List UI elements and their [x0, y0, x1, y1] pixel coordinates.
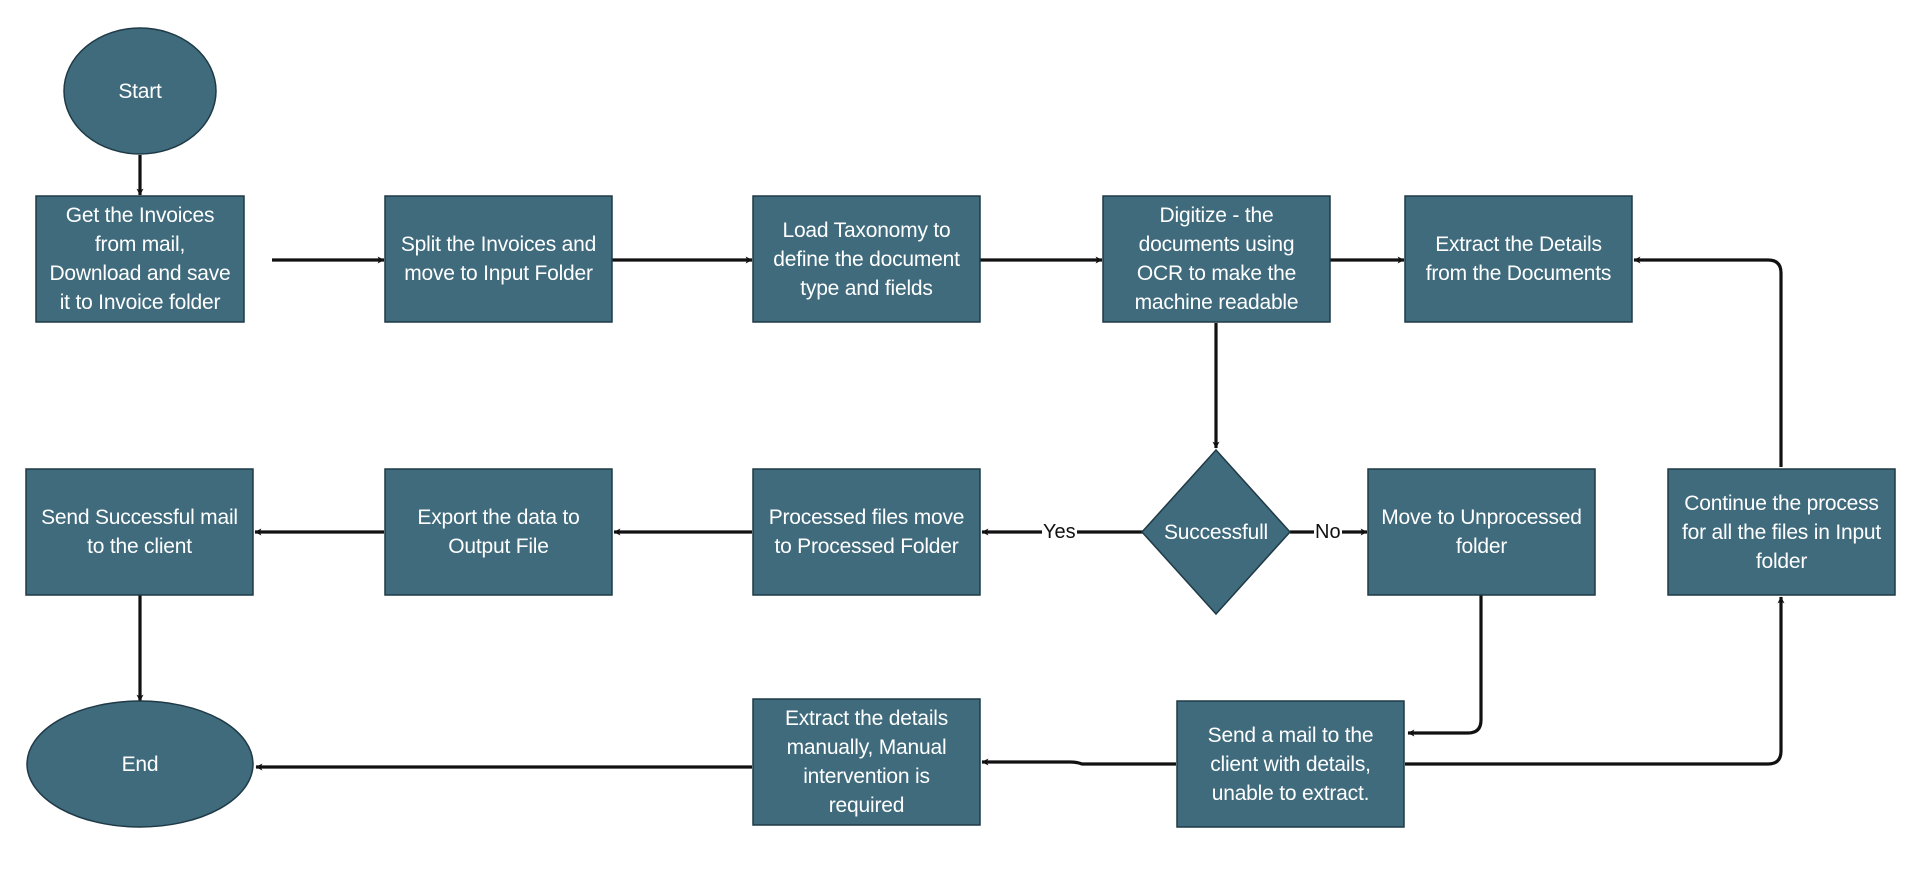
- extract-manually-label: Extract the details manually, Manual int…: [784, 707, 949, 817]
- send-mail-unable-process: [1176, 700, 1405, 828]
- send-mail-unable-label: Send a mail to the client with details, …: [1207, 723, 1374, 805]
- export-data-label: Export the data to Output File: [417, 506, 580, 558]
- edge-label-yes: Yes: [1042, 521, 1077, 543]
- send-success-mail-process: [25, 468, 254, 596]
- edge-label-no: No: [1314, 521, 1342, 543]
- digitize-process: [1102, 195, 1331, 323]
- load-taxonomy-process: [752, 195, 981, 323]
- load-taxonomy-label: Load Taxonomy to define the document typ…: [773, 218, 960, 300]
- successfull-label: Successfull: [1163, 520, 1268, 544]
- get-invoices-process: [35, 195, 245, 323]
- end-terminal: [26, 700, 254, 828]
- digitize-label: Digitize - the documents using OCR to ma…: [1134, 204, 1299, 314]
- edge-send-mail-unable-to-extract-manually: [981, 758, 1176, 766]
- extract-manually-process: [752, 698, 981, 826]
- move-unprocessed-label: Move to Unprocessed folder: [1381, 506, 1582, 558]
- send-success-mail-label: Send Successful mail to the client: [41, 506, 238, 558]
- edges: [136, 155, 1785, 771]
- split-invoices-label: Split the Invoices and move to Input Fol…: [400, 233, 597, 285]
- continue-process-process: [1667, 468, 1896, 596]
- export-data-process: [384, 468, 613, 596]
- move-unprocessed-process: [1367, 468, 1596, 596]
- processed-files-process: [752, 468, 981, 596]
- start-terminal: [63, 27, 217, 155]
- successfull-decision: [1140, 448, 1292, 616]
- processed-files-label: Processed files move to Processed Folder: [768, 506, 965, 558]
- edge-unprocessed-to-send-mail-unable: [1407, 595, 1483, 737]
- nodes: [25, 27, 1896, 828]
- continue-process-label: Continue the process for all the files i…: [1681, 491, 1882, 573]
- end-label: End: [121, 752, 159, 776]
- edge-send-mail-unable-to-continue: [1405, 596, 1785, 766]
- extract-details-process: [1404, 195, 1633, 323]
- split-invoices-process: [384, 195, 613, 323]
- edge-continue-to-extract-details: [1633, 256, 1783, 467]
- extract-details-label: Extract the Details from the Documents: [1425, 233, 1612, 285]
- get-invoices-label: Get the Invoices from mail, Download and…: [49, 204, 231, 314]
- start-label: Start: [118, 79, 162, 103]
